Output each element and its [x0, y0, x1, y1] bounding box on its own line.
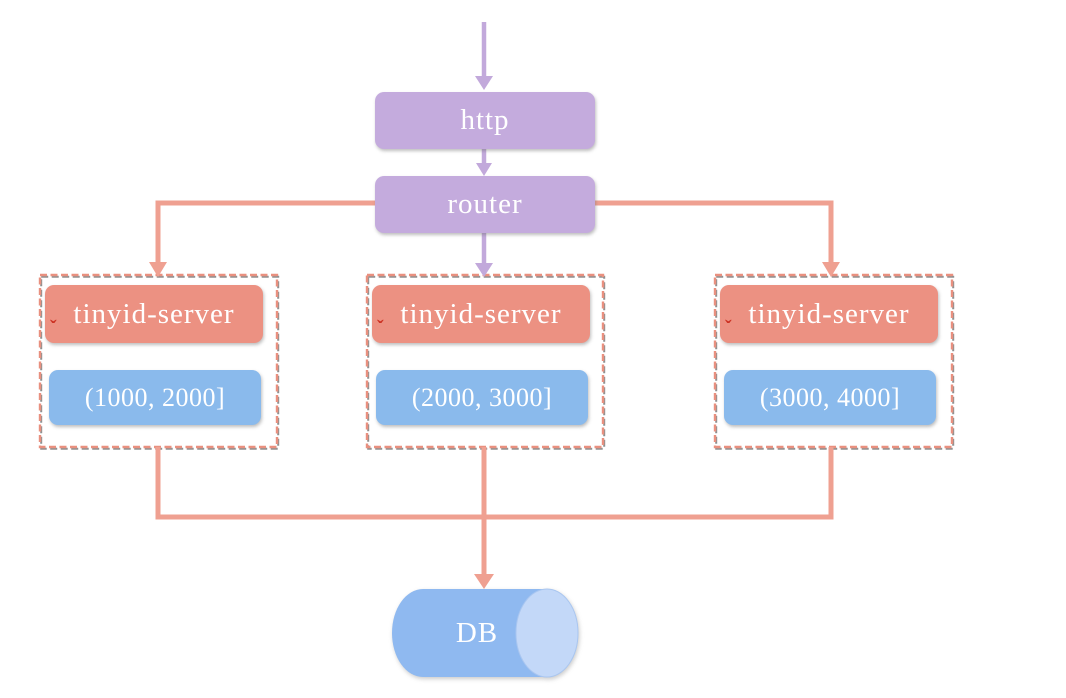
range-node: (2000, 3000]	[376, 370, 588, 425]
tinyid-server-label: tinyid-server	[400, 297, 562, 330]
middle-to-db-arrow	[474, 447, 494, 589]
db-cylinder-cap	[515, 588, 579, 678]
router-to-middle-arrow	[475, 233, 493, 277]
top-entry-arrow	[475, 22, 493, 90]
db-cylinder-body	[392, 589, 547, 677]
arrowhead	[822, 262, 840, 277]
router-to-left-connector	[149, 200, 375, 277]
db-label: DB	[455, 616, 499, 649]
tinyid-server-node: tinyid-server	[372, 285, 590, 343]
arrowhead	[149, 262, 167, 277]
tinyid-server-node: tinyid-server	[720, 285, 938, 343]
range-node: (1000, 2000]	[49, 370, 261, 425]
arrowhead	[476, 163, 492, 176]
tinyid-server-node: tinyid-server	[45, 285, 263, 343]
tinyid-group-3: tinyid-server ˇ (3000, 4000]	[715, 275, 952, 447]
tinyid-server-label: tinyid-server	[748, 297, 910, 330]
http-node: http	[375, 92, 595, 149]
http-label: http	[460, 104, 510, 136]
tinyid-group-2: tinyid-server ˇ (2000, 3000]	[367, 275, 603, 447]
http-to-router-arrow	[476, 149, 492, 176]
range-label: (2000, 3000]	[411, 382, 553, 412]
router-node: router	[375, 176, 595, 233]
router-to-right-connector	[595, 200, 840, 277]
arrowhead	[474, 574, 494, 589]
range-label: (3000, 4000]	[759, 382, 901, 412]
range-label: (1000, 2000]	[84, 382, 226, 412]
arrowhead	[475, 76, 493, 90]
db-cylinder	[392, 588, 579, 678]
arrowhead	[475, 263, 493, 277]
groups-merge-connector	[155, 447, 834, 520]
tinyid-group-1: tinyid-server ˇ (1000, 2000]	[40, 275, 277, 447]
router-label: router	[447, 188, 523, 220]
range-node: (3000, 4000]	[724, 370, 936, 425]
tinyid-server-label: tinyid-server	[73, 297, 235, 330]
